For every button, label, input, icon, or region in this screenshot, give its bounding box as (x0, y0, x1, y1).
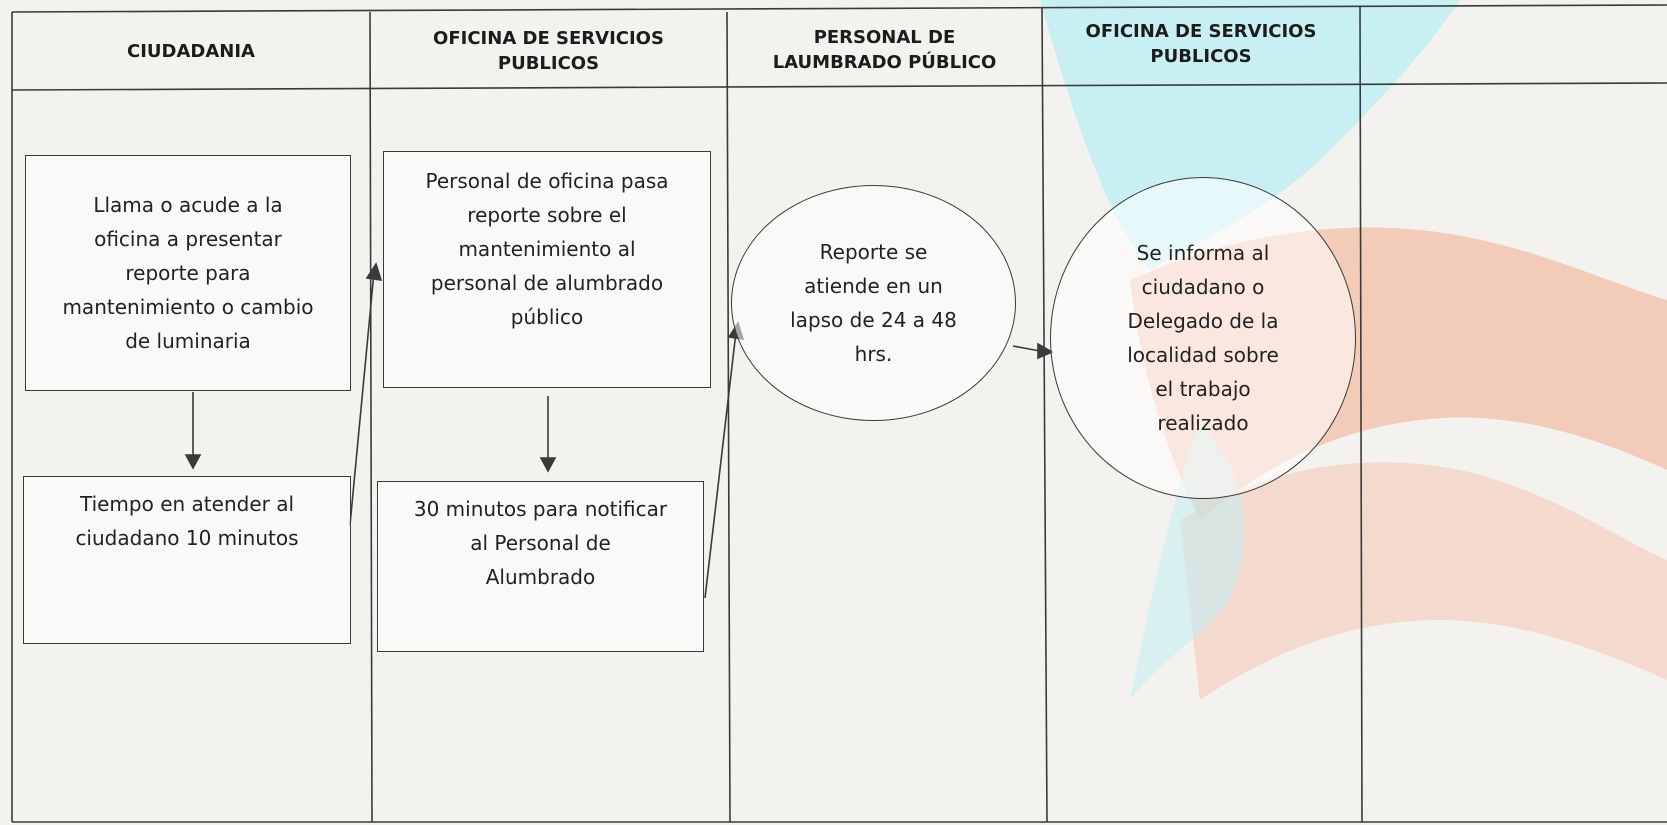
step-office-pass: Personal de oficina pasa reporte sobre e… (383, 151, 711, 388)
header-blank (1360, 4, 1660, 84)
step-attend-time: Tiempo en atender al ciudadano 10 minuto… (23, 476, 351, 644)
step-notify-time: 30 minutos para notificar al Personal de… (377, 481, 704, 652)
header-oficina-servicios-1: OFICINA DE SERVICIOS PUBLICOS (433, 28, 664, 74)
step-attend-report: Reporte se atiende en un lapso de 24 a 4… (731, 185, 1016, 421)
step-inform-citizen: Se informa al ciudadano o Delegado de la… (1050, 177, 1356, 499)
header-personal-alumbrado: PERSONAL DE LAUMBRADO PÚBLICO (772, 27, 997, 73)
header-oficina-servicios-2: OFICINA DE SERVICIOS PUBLICOS (1085, 21, 1317, 67)
arrow-attend-to-pass (349, 271, 375, 526)
header-ciudadania: CIUDADANIA (127, 40, 255, 62)
step-call-report: Llama o acude a la oficina a presentar r… (25, 155, 351, 391)
